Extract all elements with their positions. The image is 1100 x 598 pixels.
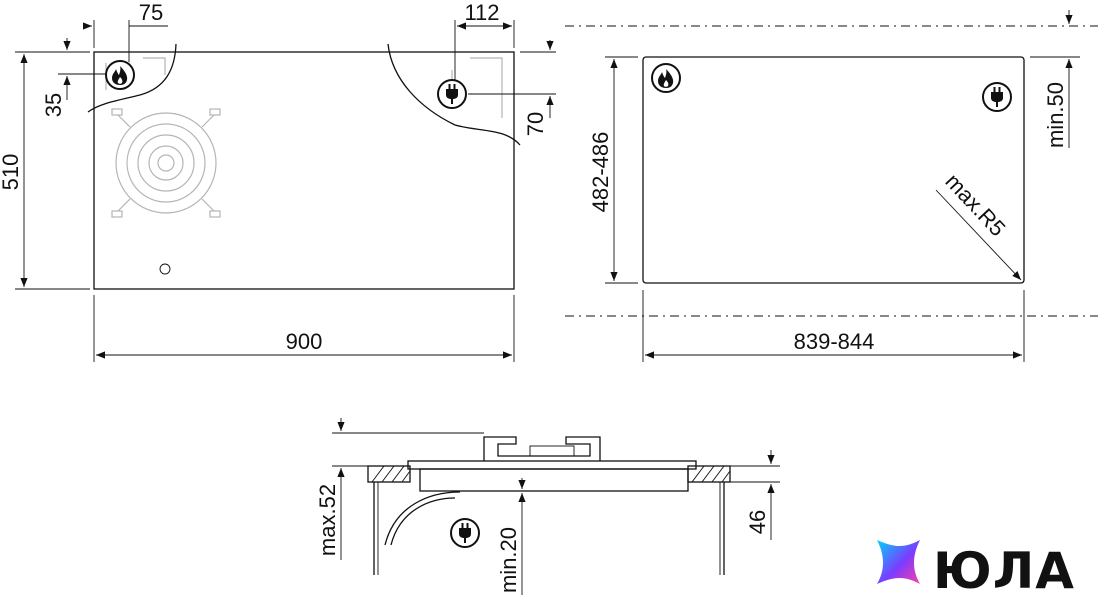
electric-connection-plug-icon bbox=[437, 79, 467, 109]
dim-depth-510: 510 bbox=[0, 154, 23, 191]
gas-pipe bbox=[384, 491, 461, 546]
brand-logo: ЮЛА bbox=[877, 540, 1075, 598]
dim-width-900: 900 bbox=[286, 329, 323, 354]
side-grate bbox=[483, 436, 601, 461]
hob-top-plate bbox=[407, 460, 697, 470]
dim-corner-radius: max.R5 bbox=[940, 169, 1010, 241]
dim-gas-offset-75: 75 bbox=[139, 0, 163, 25]
cutout-outline bbox=[642, 56, 1025, 284]
hob-outline bbox=[93, 51, 515, 290]
electric-zone-curve bbox=[387, 43, 521, 146]
cutout-flame-icon bbox=[651, 63, 681, 93]
side-plug-icon bbox=[450, 518, 480, 548]
side-view: max.52 46 min.20 bbox=[315, 418, 780, 595]
hob-body bbox=[419, 468, 689, 492]
worktop-left bbox=[367, 465, 411, 483]
dim-min-back-distance: min.50 bbox=[1043, 82, 1068, 148]
brand-star-icon bbox=[877, 540, 920, 584]
dim-cutout-width: 839-844 bbox=[794, 329, 875, 354]
dim-worktop-thickness: 46 bbox=[745, 510, 770, 534]
dim-cutout-depth: 482-486 bbox=[588, 132, 613, 213]
top-view: 900 510 75 35 112 70 bbox=[0, 0, 556, 362]
dim-gas-depth-35: 35 bbox=[41, 93, 66, 117]
dim-electric-depth-70: 70 bbox=[523, 112, 548, 136]
gas-zone-curve bbox=[87, 43, 177, 113]
brand-name: ЮЛА bbox=[933, 542, 1075, 598]
dim-min-below: min.20 bbox=[496, 527, 521, 593]
dim-electric-offset-112: 112 bbox=[464, 0, 499, 25]
cutout-plug-icon bbox=[982, 82, 1012, 112]
cutout-view: 839-844 482-486 min.50 max.R5 bbox=[565, 10, 1098, 362]
dim-max-height: max.52 bbox=[315, 484, 340, 556]
gas-connection-flame-icon bbox=[105, 60, 135, 90]
burner-grate bbox=[111, 108, 221, 218]
knob-indicator bbox=[159, 263, 171, 275]
